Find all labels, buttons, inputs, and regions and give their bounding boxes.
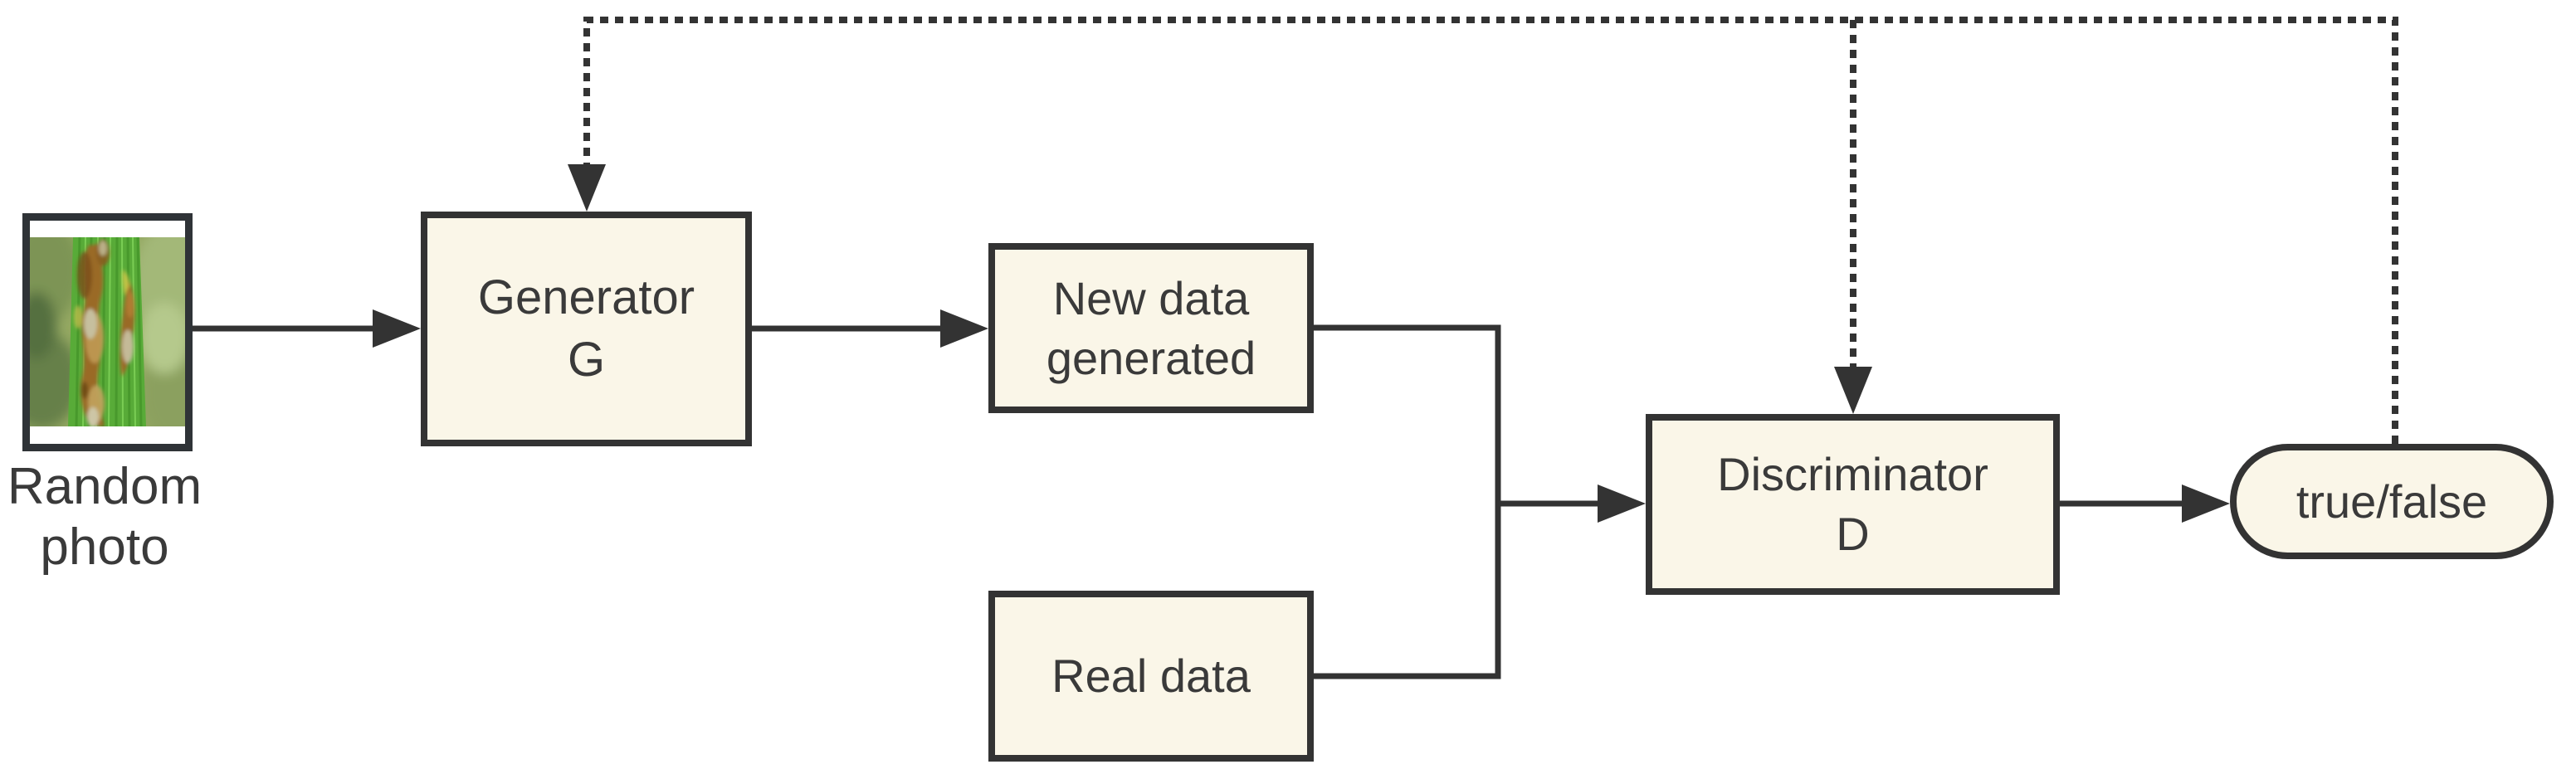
dotted-feedback-line: [583, 17, 2398, 444]
discriminator-label-line-2: D: [1836, 508, 1870, 560]
arrowhead-into-generator-left: [373, 309, 421, 348]
node-generator: Generator G: [421, 212, 752, 446]
arrowhead-dotted-into-generator-top: [568, 164, 606, 212]
merge-elbow-line: [1314, 324, 1501, 679]
node-discriminator: Discriminator D: [1646, 414, 2060, 595]
node-real-data: Real data: [988, 591, 1314, 762]
generator-label-line-2: G: [567, 332, 606, 387]
arrowhead-into-newdata-left: [940, 309, 988, 348]
node-true-false-result: true/false: [2230, 444, 2554, 559]
caption-line-1: Random: [7, 458, 202, 515]
new-data-label-line-2: generated: [1046, 331, 1256, 384]
caption-random-photo: Random photo: [0, 456, 209, 577]
arrowhead-dotted-into-discriminator-top: [1834, 367, 1872, 414]
node-new-data-generated: New data generated: [988, 243, 1314, 413]
leaf-photo-image: [30, 237, 185, 426]
arrowhead-into-discriminator-left: [1598, 484, 1646, 523]
generator-label-line-1: Generator: [477, 270, 695, 325]
arrowhead-into-result-left: [2182, 484, 2230, 523]
real-data-label: Real data: [1051, 650, 1251, 703]
caption-line-2: photo: [40, 519, 169, 577]
true-false-label: true/false: [2295, 475, 2488, 528]
discriminator-label-line-1: Discriminator: [1717, 448, 1988, 501]
new-data-label-line-1: New data: [1052, 271, 1250, 324]
node-random-photo: [22, 213, 193, 451]
